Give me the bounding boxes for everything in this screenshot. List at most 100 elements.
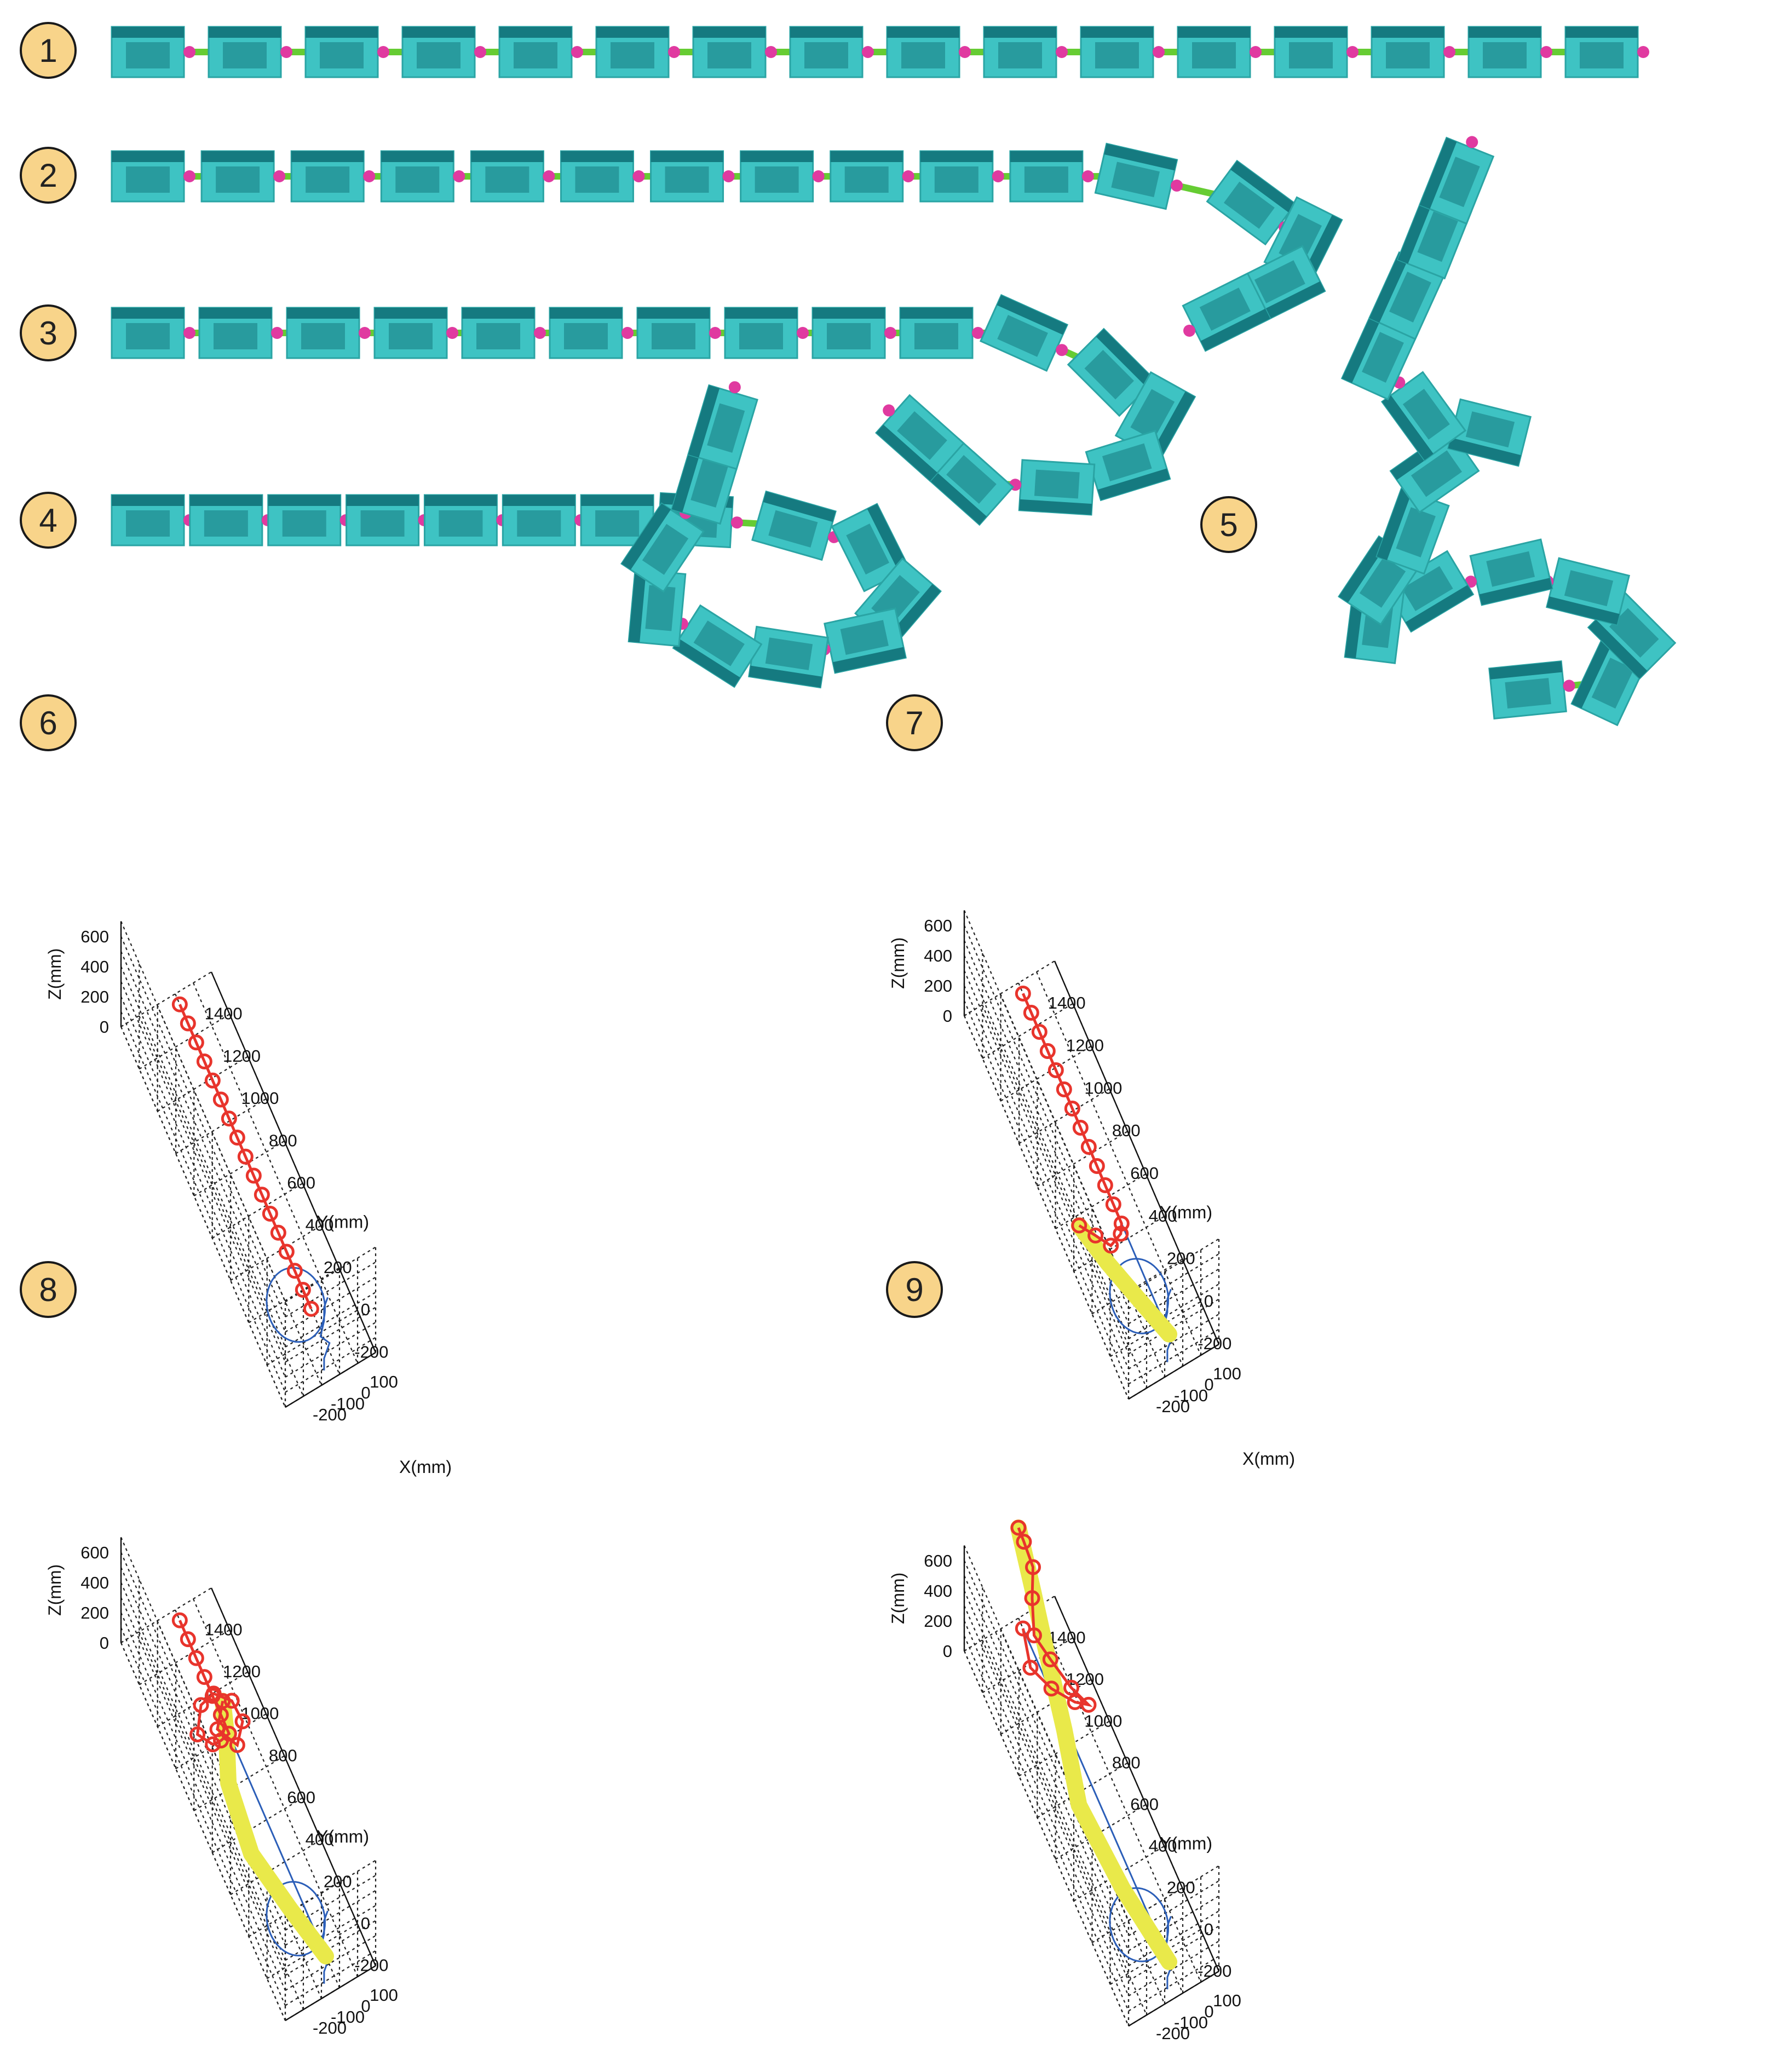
module-joint xyxy=(280,46,292,58)
chain-module xyxy=(1206,159,1297,246)
grid-line-xy xyxy=(120,1026,286,1408)
backbone-marker xyxy=(295,1282,311,1298)
module-opening xyxy=(1417,211,1458,262)
module-top-face xyxy=(1019,499,1092,515)
backbone-marker xyxy=(212,1091,229,1108)
chain-module xyxy=(1094,142,1183,210)
grid-line-xy xyxy=(120,1587,212,1643)
backbone-marker xyxy=(1010,1520,1027,1536)
backbone-marker xyxy=(237,1148,254,1165)
z-tick-label: 0 xyxy=(100,1633,109,1653)
y-axis xyxy=(210,971,377,1353)
z-tick-label: 600 xyxy=(80,1543,109,1562)
module-top-face xyxy=(1479,578,1552,605)
module-joint xyxy=(359,327,371,339)
module-top-face xyxy=(596,27,669,38)
module-opening xyxy=(846,523,889,575)
module-opening xyxy=(946,455,997,504)
module-opening xyxy=(514,42,557,68)
xy-projection-trace xyxy=(266,1267,326,1343)
module-opening xyxy=(417,42,461,68)
module-opening xyxy=(690,458,729,508)
x-tick-label: 0 xyxy=(1204,1375,1213,1394)
backbone-marker xyxy=(1015,1620,1031,1637)
chain-module xyxy=(672,604,763,688)
y-axis-label: Y(mm) xyxy=(1160,1202,1212,1222)
chain-module xyxy=(286,307,371,359)
chain-module xyxy=(886,26,971,78)
plot-7: 60040020001400120010008006004002000-200-… xyxy=(888,910,1295,1469)
z-tick-label: 200 xyxy=(80,1603,109,1622)
module-opening xyxy=(645,585,676,631)
module-top-face xyxy=(1010,151,1083,162)
x-tick-label: -100 xyxy=(1174,2013,1208,2032)
module-top-face xyxy=(1546,596,1620,625)
y-tick-label: 1000 xyxy=(1084,1711,1122,1730)
module-top-face xyxy=(112,308,184,319)
x-tick-label: 0 xyxy=(1204,2002,1213,2021)
backbone-marker xyxy=(303,1300,319,1317)
y-tick-label: 600 xyxy=(287,1173,315,1193)
module-top-face xyxy=(1565,27,1638,38)
head-trajectory xyxy=(1010,1520,1177,1970)
step-badge-1: 1 xyxy=(20,22,77,79)
backbone-marker xyxy=(229,1737,245,1753)
module-top-face xyxy=(462,308,534,319)
grid-line-yz xyxy=(120,1627,286,2006)
step-badge-number: 5 xyxy=(1219,507,1238,543)
module-opening xyxy=(1396,507,1436,557)
module-opening xyxy=(306,166,350,193)
module-opening xyxy=(642,523,689,575)
chain-module xyxy=(549,307,634,359)
z-tick-label: 0 xyxy=(943,1642,952,1661)
module-joint xyxy=(884,327,896,339)
grid-line-xy xyxy=(120,1642,286,2021)
module-opening xyxy=(126,42,170,68)
chain-module xyxy=(1182,272,1271,352)
chain-module xyxy=(1564,26,1649,78)
module-opening xyxy=(1254,260,1305,303)
chain-module xyxy=(899,307,984,359)
module-opening xyxy=(575,166,619,193)
backbone-marker xyxy=(1097,1177,1113,1193)
module-top-face xyxy=(1096,329,1155,388)
module-top-face xyxy=(306,27,378,38)
z-axis-label: Z(mm) xyxy=(45,1564,65,1616)
y-tick-label: 0 xyxy=(1204,1291,1213,1310)
module-opening xyxy=(804,42,848,68)
module-opening xyxy=(204,510,248,537)
module-top-face xyxy=(1200,308,1270,351)
module-opening xyxy=(214,323,257,349)
grid-line-yz xyxy=(963,985,1130,1369)
module-opening xyxy=(755,166,799,193)
module-joint xyxy=(797,327,809,339)
y-tick-label: 0 xyxy=(361,1914,370,1933)
step-badge-number: 2 xyxy=(39,157,57,194)
step-badge-2: 2 xyxy=(20,147,77,204)
step-badge-circle xyxy=(20,304,77,361)
chain-module xyxy=(346,494,430,546)
module-opening xyxy=(765,637,813,670)
module-joint xyxy=(363,170,376,182)
module-joint xyxy=(902,170,914,182)
module-top-face xyxy=(268,495,341,506)
backbone-marker xyxy=(180,1015,196,1032)
module-opening xyxy=(652,323,695,349)
module-top-face xyxy=(375,308,447,319)
step-badge-number: 8 xyxy=(39,1271,57,1308)
step-badge-circle xyxy=(20,492,77,549)
chain-module xyxy=(1467,26,1552,78)
chain-module xyxy=(111,307,195,359)
y-tick-label: 600 xyxy=(1130,1795,1159,1814)
chain-module xyxy=(111,150,195,203)
chain-module xyxy=(811,307,896,359)
module-top-face xyxy=(1104,143,1177,171)
backbone-marker xyxy=(1056,1081,1072,1097)
plot-9: 60040020001400120010008006004002000-200-… xyxy=(888,1520,1241,2043)
backbone-marker xyxy=(193,1697,209,1713)
backbone-marker xyxy=(196,1669,212,1685)
chain-module xyxy=(595,26,680,78)
step-badge-7: 7 xyxy=(886,694,943,751)
head-trajectory xyxy=(1070,1217,1177,1343)
y-tick-label: 800 xyxy=(1112,1121,1141,1140)
